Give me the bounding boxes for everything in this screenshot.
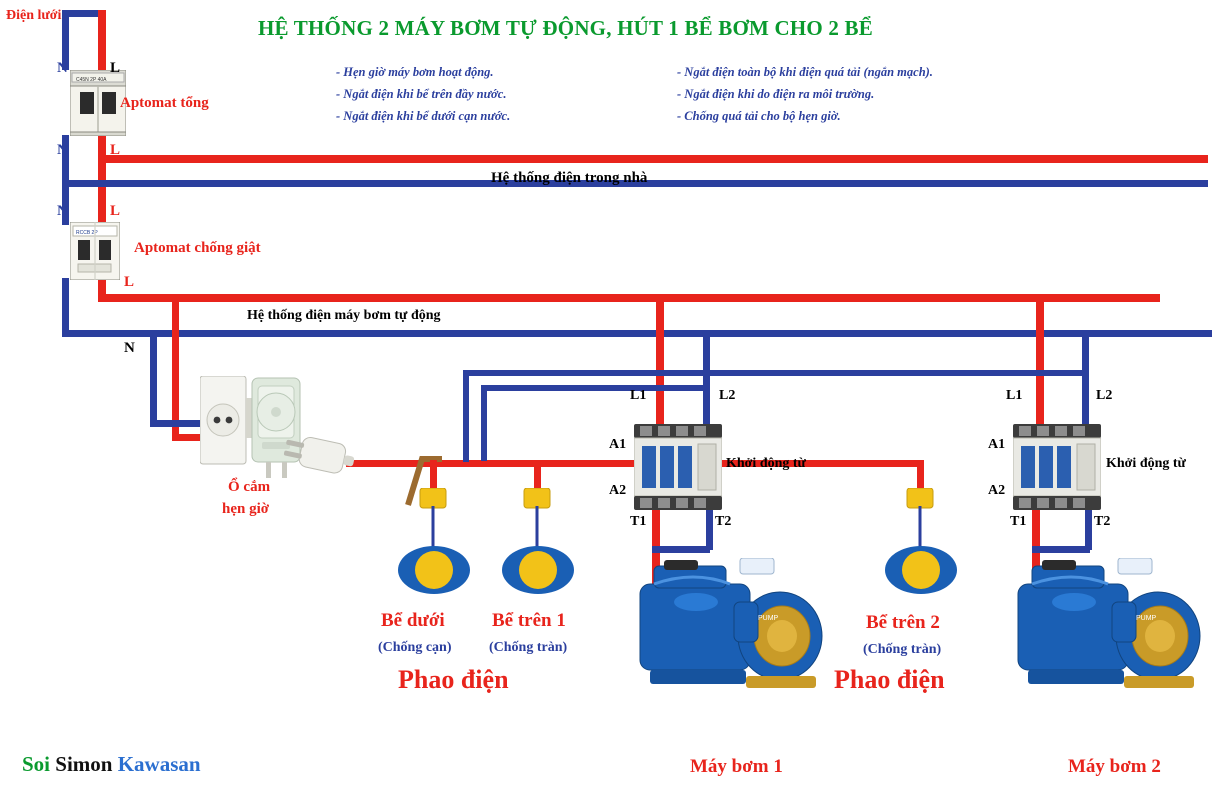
float-switch-low[interactable] <box>396 487 472 596</box>
wire-contactor2-a-loop-v <box>463 370 469 462</box>
wire-house-live <box>98 155 1208 163</box>
float-low-sublabel: (Chống cạn) <box>378 640 452 655</box>
wire-socket-neutral-horizontal <box>150 420 218 427</box>
terminal-l-rcd-out: L <box>124 274 135 290</box>
main-breaker[interactable]: C45N 2P 40A <box>69 69 127 137</box>
wire-live-rcd-down <box>98 276 106 300</box>
rcd-breaker[interactable]: RCCB 2P <box>69 221 121 281</box>
terminal-n-bus: N <box>124 340 135 356</box>
contactor-2-l2: L2 <box>1096 388 1113 403</box>
timer-socket-label-1: Ổ cắm <box>228 479 271 495</box>
wire-socket-live-horizontal <box>172 434 218 441</box>
contactor-1-t1: T1 <box>630 514 647 529</box>
contactor-2-l1: L1 <box>1006 388 1023 403</box>
main-breaker-label: Aptomat tổng <box>120 95 209 111</box>
terminal-l-mid: L <box>110 142 121 158</box>
rcd-breaker-label: Aptomat chống giật <box>134 240 261 256</box>
pump-1-label: Máy bơm 1 <box>690 756 783 777</box>
contactor-2[interactable] <box>1012 424 1102 512</box>
svg-text:RCCB 2P: RCCB 2P <box>76 230 98 236</box>
float-upper1-label: Bể trên 1 <box>492 610 566 631</box>
wire-contactor2-l2 <box>1082 330 1089 426</box>
phao-dien-label-1: Phao điện <box>398 665 509 694</box>
terminal-n-top: N <box>57 60 68 76</box>
note-left-3: - Ngắt điện khi bể dưới cạn nước. <box>336 109 511 123</box>
note-right-2: - Ngắt điện khi do điện ra môi trường. <box>677 87 875 101</box>
contactor-2-label: Khởi động từ <box>1106 456 1186 471</box>
contactor-1-a1: A1 <box>609 437 627 452</box>
house-line-label: Hệ thống điện trong nhà <box>491 170 648 186</box>
wire-pump-live-bus <box>98 294 1160 302</box>
wire-contactor1-a-loop-h <box>481 385 709 391</box>
float-upper1-sublabel: (Chống tràn) <box>489 640 568 655</box>
svg-text:PUMP: PUMP <box>758 615 779 622</box>
contactor-1[interactable] <box>633 424 723 512</box>
svg-text:C45N 2P 40A: C45N 2P 40A <box>76 77 107 83</box>
wire-neutral-top-vertical <box>62 10 69 70</box>
wire-contactor2-l1 <box>1036 294 1044 426</box>
contactor-2-a1: A1 <box>988 437 1006 452</box>
timer-socket-label-2: hẹn giờ <box>222 501 270 517</box>
contactor-1-l1: L1 <box>630 388 647 403</box>
contactor-1-label: Khởi động từ <box>726 456 806 471</box>
wire-live-breaker-to-rcd <box>98 135 106 223</box>
terminal-n-mid: N <box>57 142 68 158</box>
contactor-2-t2: T2 <box>1094 514 1111 529</box>
wire-contactor2-t2-h <box>1032 546 1090 553</box>
wire-neutral-rcd-down <box>62 278 69 336</box>
wire-socket-neutral-vertical <box>150 330 157 426</box>
wire-float3-live-drop <box>917 460 924 494</box>
page-title: HỆ THỐNG 2 MÁY BƠM TỰ ĐỘNG, HÚT 1 BỂ BƠM… <box>258 16 873 40</box>
signature: Soi Simon Kawasan <box>22 752 201 777</box>
wire-contactor1-l1 <box>656 294 664 426</box>
contactor-1-l2: L2 <box>719 388 736 403</box>
float-upper2-label: Bể trên 2 <box>866 612 940 633</box>
pump-1[interactable]: PUMP <box>630 557 840 733</box>
svg-text:PUMP: PUMP <box>1136 615 1157 622</box>
contactor-1-a2: A2 <box>609 483 627 498</box>
timer-socket[interactable] <box>199 375 360 486</box>
wire-plug-out-live <box>346 460 658 467</box>
wire-contactor1-t2-h <box>652 546 710 553</box>
float-switch-upper-2[interactable] <box>883 487 959 596</box>
signature-part-2: Simon <box>55 752 118 776</box>
wire-pump-neutral-bus <box>62 330 1212 337</box>
wire-float1-live-drop <box>430 460 437 494</box>
contactor-2-t1: T1 <box>1010 514 1027 529</box>
float-low-label: Bể dưới <box>381 610 445 631</box>
signature-part-3: Kawasan <box>117 752 201 776</box>
wire-float2-live-drop <box>534 460 541 494</box>
float-switch-upper-1[interactable] <box>500 487 576 596</box>
wire-neutral-top-horizontal <box>62 10 98 17</box>
pump-line-label: Hệ thống điện máy bơm tự động <box>247 308 441 323</box>
terminal-l-rcd: L <box>110 203 121 219</box>
wire-plug-out-live-2 <box>658 460 920 467</box>
wire-live-top-vertical <box>98 10 106 72</box>
wire-contactor1-a-loop-v <box>481 385 487 461</box>
wire-contactor2-a-loop-h <box>463 370 1088 376</box>
wire-contactor1-t2 <box>706 510 713 550</box>
wire-contactor2-t2 <box>1085 510 1092 550</box>
signature-part-1: Soi <box>22 752 56 776</box>
contactor-2-a2: A2 <box>988 483 1006 498</box>
note-left-2: - Ngắt điện khi bể trên đầy nước. <box>336 87 507 101</box>
note-right-1: - Ngắt điện toàn bộ khi điện quá tải (ng… <box>677 65 933 79</box>
terminal-n-rcd: N <box>57 203 68 219</box>
grid-label: Điện lưới <box>6 8 62 23</box>
phao-dien-label-2: Phao điện <box>834 665 945 694</box>
wire-house-neutral <box>62 180 1208 187</box>
pump-2-label: Máy bơm 2 <box>1068 756 1161 777</box>
wire-socket-live-vertical <box>172 294 179 440</box>
note-right-3: - Chống quá tải cho bộ hẹn giờ. <box>677 109 841 123</box>
terminal-l-top: L <box>110 60 121 76</box>
float-upper2-sublabel: (Chống tràn) <box>863 642 942 657</box>
note-left-1: - Hẹn giờ máy bơm hoạt động. <box>336 65 494 79</box>
wire-float1-brown <box>405 456 442 506</box>
wire-contactor1-l2 <box>703 330 710 426</box>
pump-2[interactable]: PUMP <box>1008 557 1212 733</box>
contactor-1-t2: T2 <box>715 514 732 529</box>
